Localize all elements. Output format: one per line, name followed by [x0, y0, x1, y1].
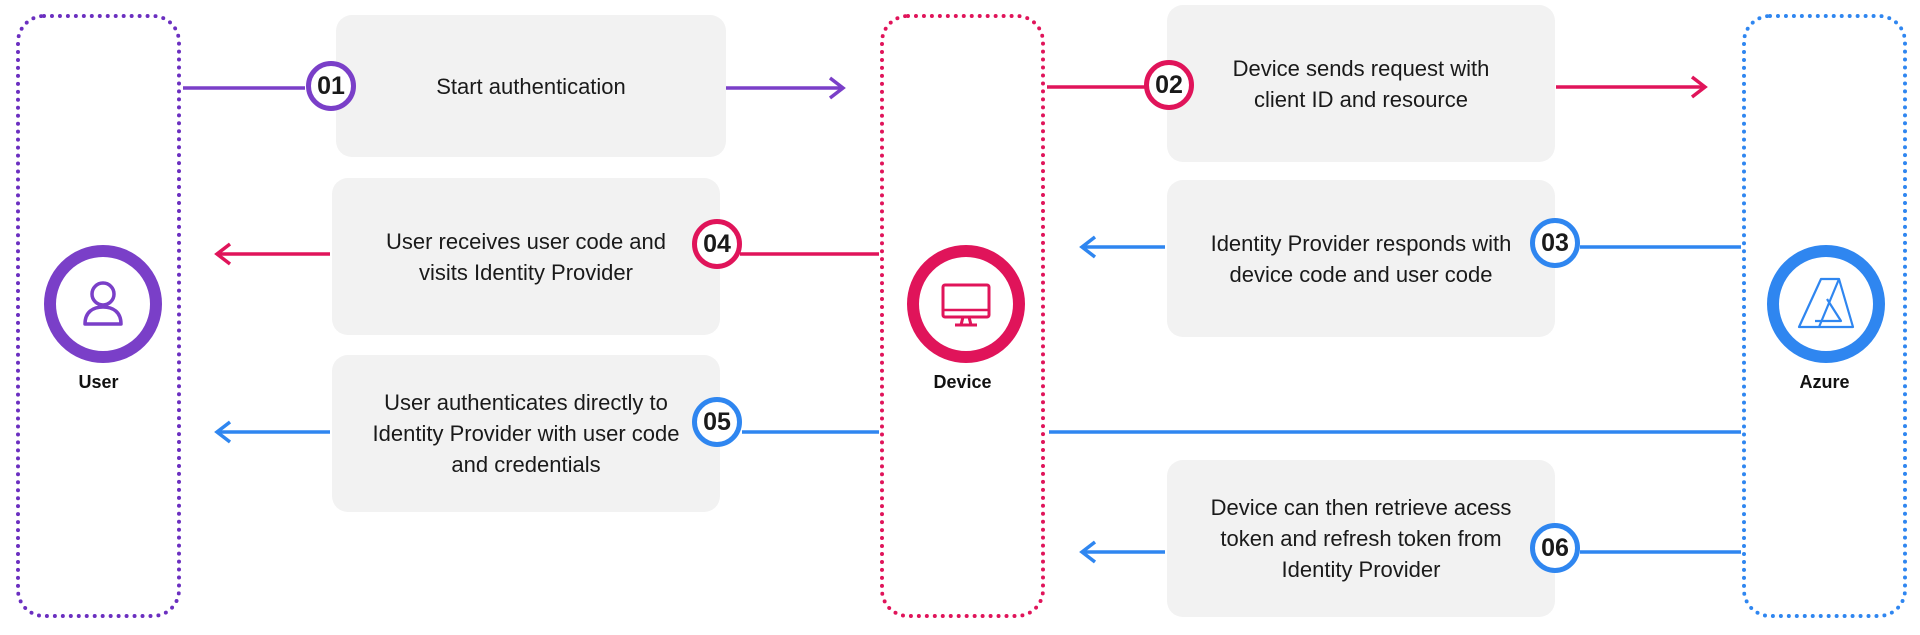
person-icon: [83, 281, 123, 326]
step-04-text: User receives user code and visits Ident…: [385, 228, 667, 285]
step-02-badge: 02: [1144, 60, 1194, 110]
step-02-text: Device sends request with client ID and …: [1232, 55, 1490, 112]
arrow-step-06: [1079, 540, 1741, 564]
step-04-box: User receives user code and visits Ident…: [332, 178, 720, 335]
step-03-text: Identity Provider responds with device c…: [1210, 230, 1512, 287]
monitor-icon: [941, 283, 991, 327]
device-label: Device: [933, 372, 992, 392]
step-06-box: Device can then retrieve acess token and…: [1167, 460, 1555, 617]
arrow-step-03: [1079, 235, 1741, 259]
arrow-step-04: [214, 242, 879, 266]
device-lane: [880, 14, 1045, 618]
step-01-box: Start authentication: [336, 15, 726, 157]
azure-label: Azure: [1799, 372, 1850, 392]
step-01-badge: 01: [306, 61, 356, 111]
arrow-step-01: [183, 76, 846, 100]
step-05-text: User authenticates directly to Identity …: [372, 390, 680, 477]
step-06-text: Device can then retrieve acess token and…: [1210, 495, 1512, 582]
azure-lane: [1742, 14, 1907, 618]
user-label: User: [78, 372, 119, 392]
azure-actor: [1767, 245, 1885, 363]
step-04-badge: 04: [692, 219, 742, 269]
step-02-box: Device sends request with client ID and …: [1167, 5, 1555, 162]
user-lane: [16, 14, 181, 618]
device-actor: [907, 245, 1025, 363]
step-01-text: Start authentication: [436, 73, 626, 99]
step-05-badge: 05: [692, 397, 742, 447]
arrow-step-05: [214, 420, 1741, 444]
azure-logo-icon: [1797, 277, 1855, 329]
step-06-badge: 06: [1530, 523, 1580, 573]
step-03-box: Identity Provider responds with device c…: [1167, 180, 1555, 337]
step-03-badge: 03: [1530, 218, 1580, 268]
user-actor: [44, 245, 162, 363]
step-05-box: User authenticates directly to Identity …: [332, 355, 720, 512]
